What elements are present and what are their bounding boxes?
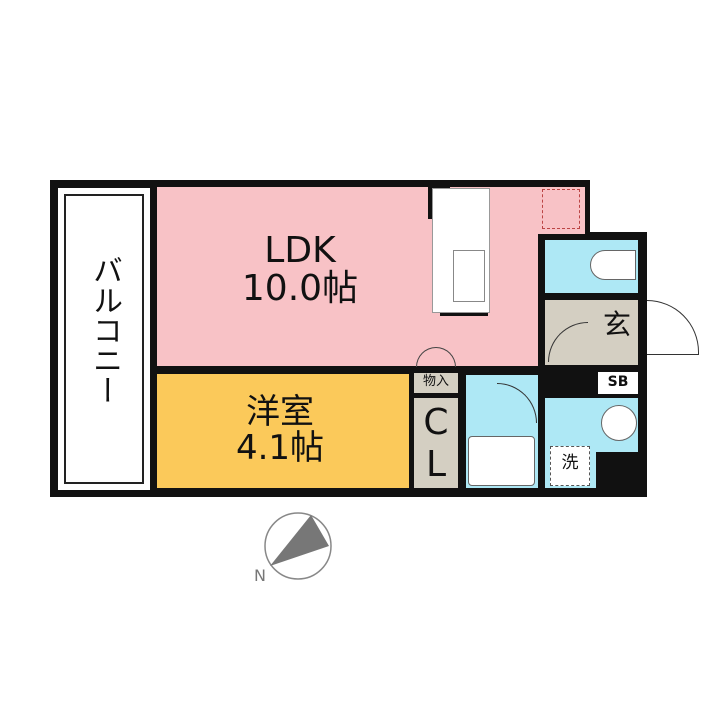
kitchen-sink: [453, 250, 485, 302]
compass-north: N: [254, 566, 266, 585]
wash-wall: [596, 452, 641, 497]
bathtub-icon: [468, 436, 535, 486]
ldk-label: LDK 10.0帖: [220, 232, 380, 308]
wash-basin-icon: [601, 405, 637, 441]
washer-label: 洗: [561, 453, 579, 473]
closet-l: L: [425, 444, 447, 485]
ldk-size: 10.0帖: [241, 267, 359, 309]
closet-c: C: [423, 402, 449, 443]
ldk-room: [157, 187, 585, 234]
western-label: 洋室 4.1帖: [205, 392, 355, 468]
ldk-name: LDK: [264, 230, 336, 271]
entrance-label: 玄: [602, 308, 631, 341]
balcony-inner: [64, 194, 144, 484]
western-room: [157, 374, 409, 488]
toilet-icon: [590, 250, 636, 280]
washer-space: [550, 446, 590, 486]
balcony-label: バルコニー: [87, 255, 122, 405]
gap: [590, 180, 650, 232]
western-name: 洋室: [246, 392, 314, 432]
compass-icon: [264, 512, 332, 580]
shoe-box-label: SB: [607, 374, 629, 390]
storage-hatch: [542, 189, 580, 229]
storage-label: 物入: [422, 374, 449, 389]
storage: [414, 373, 458, 393]
closet: [414, 398, 458, 488]
shoe-box: [598, 372, 638, 394]
western-size: 4.1帖: [235, 427, 325, 468]
entrance-door-icon: [647, 300, 699, 355]
